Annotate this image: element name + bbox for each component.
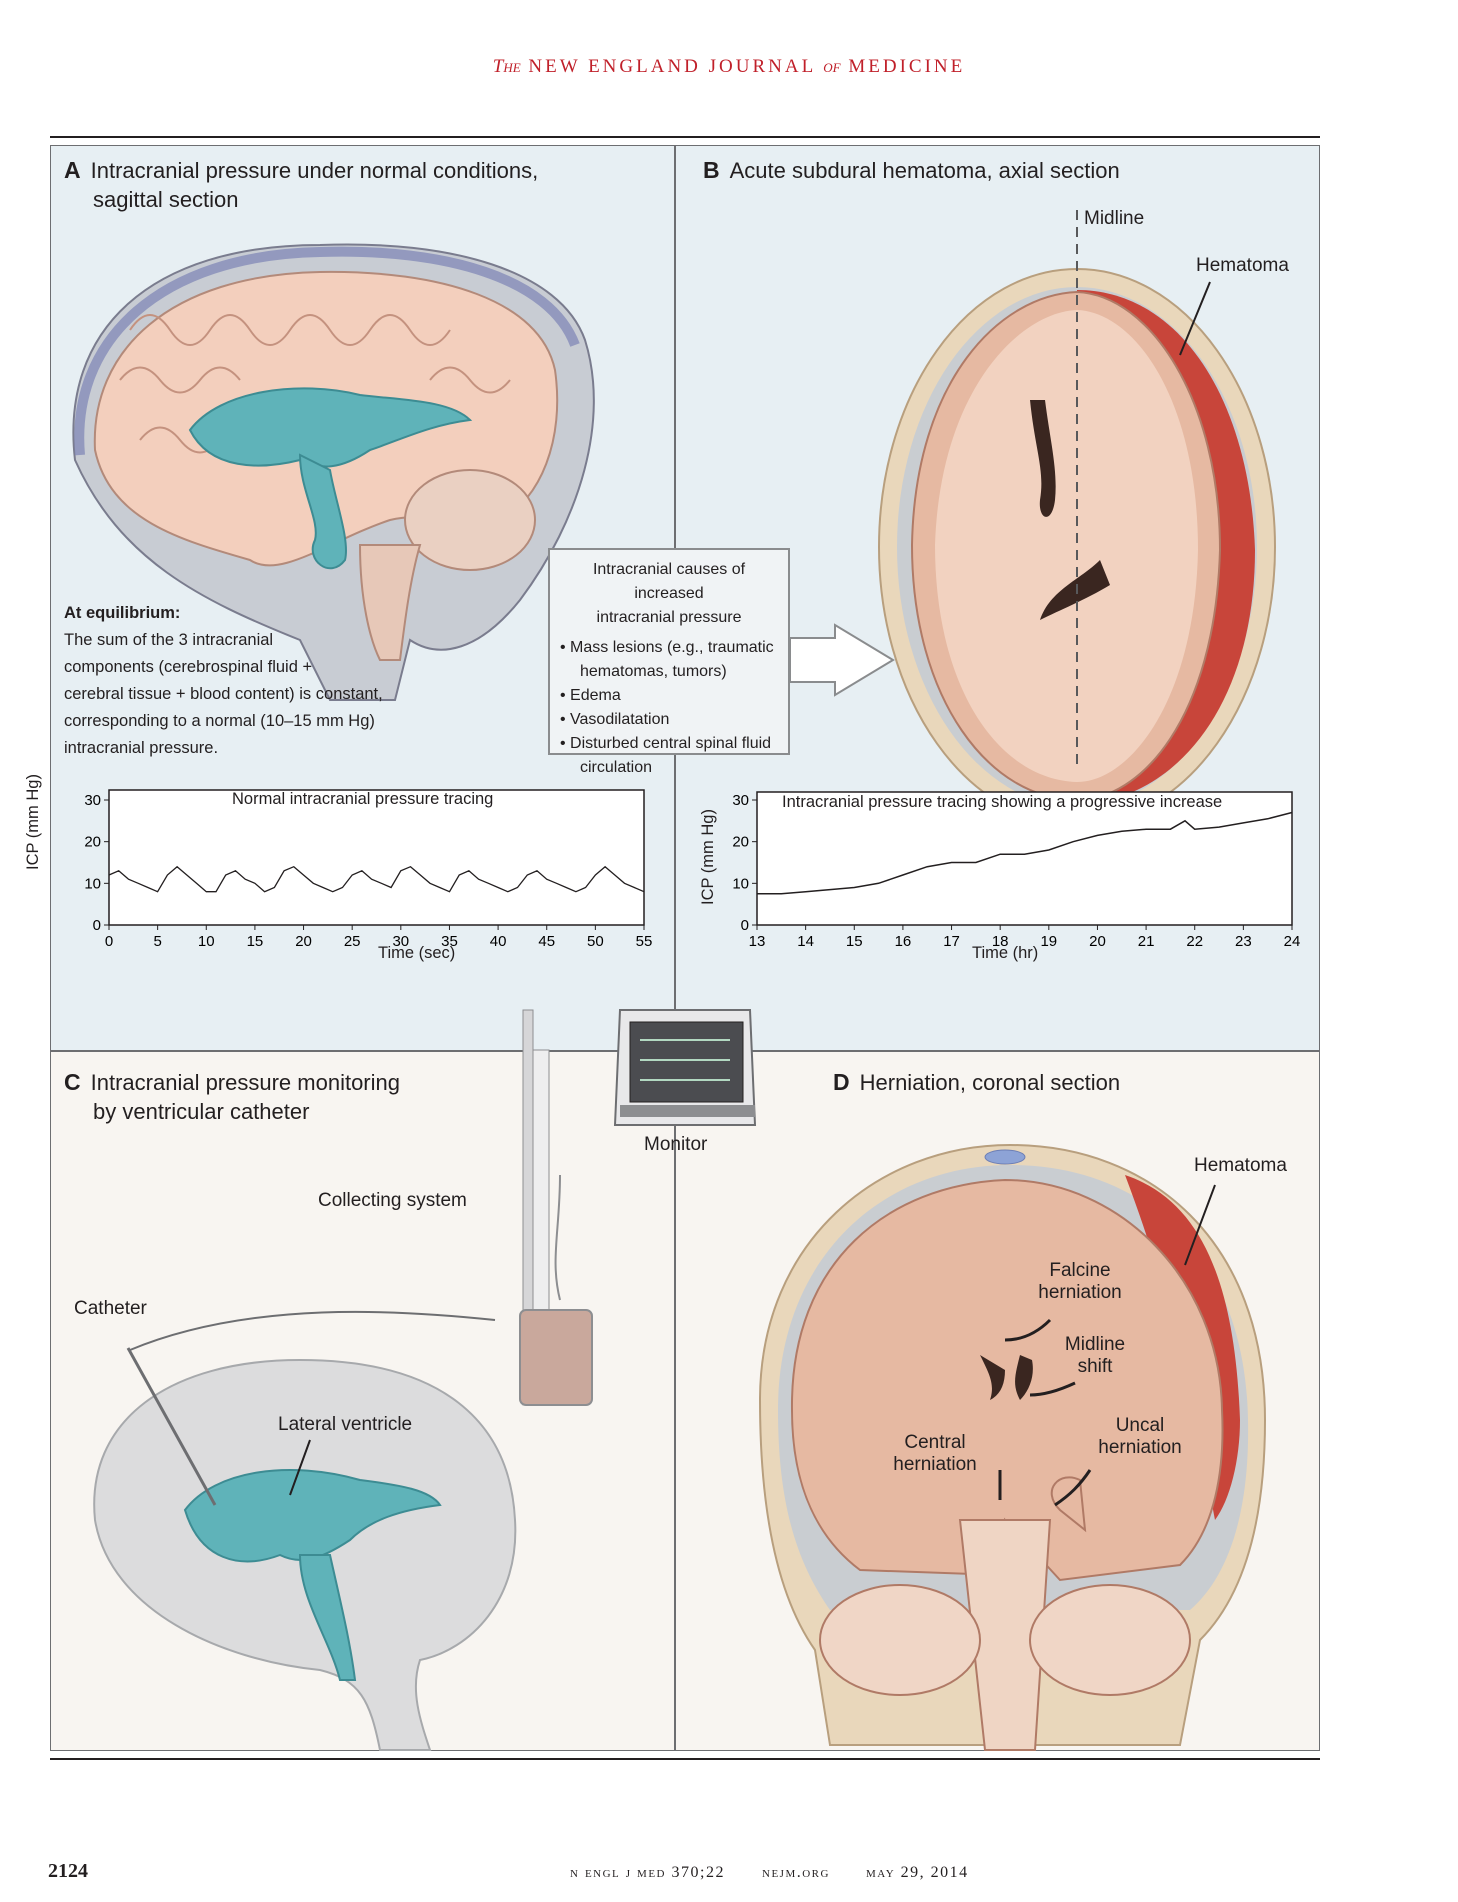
chart-b-x-tick-label: 15 bbox=[846, 933, 863, 950]
chart-a-x-tick-label: 10 bbox=[198, 933, 215, 950]
collecting-scale bbox=[532, 1049, 550, 1331]
chart-a-x-tick-label: 25 bbox=[344, 933, 361, 950]
chart-a-x-tick-label: 45 bbox=[538, 933, 555, 950]
chart-b-xlabel: Time (hr) bbox=[972, 944, 1039, 962]
chart-a-y-tick-label: 0 bbox=[93, 917, 101, 934]
chart-a-x-tick-label: 15 bbox=[247, 933, 264, 950]
chart-a-x-tick-label: 35 bbox=[441, 933, 458, 950]
drainage-bag bbox=[519, 1309, 593, 1406]
equilibrium-text: At equilibrium: The sum of the 3 intracr… bbox=[64, 604, 383, 757]
causes-item: • Edema bbox=[560, 687, 621, 704]
hematoma-d-label: Hematoma bbox=[1194, 1155, 1287, 1176]
chart-b: 13 14 15 16 17 18 19 20 21 22 23 24 0 10 20 30 bbox=[732, 791, 1301, 950]
monitor-illustration bbox=[613, 1009, 757, 1126]
chart-b-x-tick-label: 20 bbox=[1089, 933, 1106, 950]
hematoma-b-leader bbox=[1179, 281, 1211, 356]
chart-b-title: Intracranial pressure tracing showing a … bbox=[782, 793, 1223, 811]
chart-a: 0 5 10 15 20 25 30 35 40 45 50 55 0 10 20 30 bbox=[84, 789, 653, 950]
hematoma-b-label: Hematoma bbox=[1196, 255, 1289, 276]
chart-b-x-tick-label: 18 bbox=[992, 933, 1009, 950]
catheter-line bbox=[129, 1310, 496, 1351]
chart-b-x-tick-label: 14 bbox=[797, 933, 814, 950]
date: may 29, 2014 bbox=[866, 1864, 969, 1881]
chart-b-y-tick-label: 20 bbox=[732, 834, 749, 851]
chart-b-y-tick-label: 30 bbox=[732, 792, 749, 809]
chart-a-title: Normal intracranial pressure tracing bbox=[232, 790, 494, 808]
citation: n engl j med 370;22 bbox=[570, 1864, 725, 1881]
chart-a-x-tick-label: 30 bbox=[392, 933, 409, 950]
chart-a-frame bbox=[108, 789, 645, 926]
chart-b-y-tick-label: 10 bbox=[732, 875, 749, 892]
chart-b-x-tick-label: 16 bbox=[895, 933, 912, 950]
chart-b-frame bbox=[756, 791, 1293, 926]
lateral-ventricle-label: Lateral ventricle bbox=[278, 1414, 413, 1435]
chart-a-y-tick-label: 10 bbox=[84, 875, 101, 892]
monitor-label: Monitor bbox=[644, 1134, 708, 1155]
chart-a-y-tick-label: 20 bbox=[84, 834, 101, 851]
chart-a-xlabel: Time (sec) bbox=[378, 944, 456, 962]
chart-b-x-tick-label: 22 bbox=[1186, 933, 1203, 950]
chart-a-x-tick-label: 50 bbox=[587, 933, 604, 950]
top-rule bbox=[50, 136, 1320, 138]
journal-header: The NEW ENGLAND JOURNAL of MEDICINE bbox=[492, 56, 966, 77]
sagittal-brain-illustration bbox=[72, 243, 595, 701]
causes-arrow bbox=[789, 623, 895, 697]
bottom-rule bbox=[50, 1758, 1320, 1760]
chart-b-x-tick-label: 17 bbox=[943, 933, 960, 950]
chart-b-ylabel: ICP (mm Hg) bbox=[699, 809, 717, 905]
chart-b-x-tick-label: 24 bbox=[1284, 933, 1301, 950]
chart-b-y-tick-label: 0 bbox=[741, 917, 749, 934]
causes-item: • Vasodilatation bbox=[560, 711, 670, 728]
axial-brain-illustration bbox=[878, 268, 1276, 826]
chart-a-x-tick-label: 5 bbox=[153, 933, 161, 950]
page-number: 2124 bbox=[48, 1860, 88, 1882]
chart-a-x-tick-label: 20 bbox=[295, 933, 312, 950]
chart-a-y-tick-label: 30 bbox=[84, 792, 101, 809]
chart-a-ylabel: ICP (mm Hg) bbox=[24, 774, 42, 870]
chart-a-series-line bbox=[108, 865, 645, 893]
chart-b-series-line bbox=[757, 811, 1293, 895]
chart-b-x-tick-label: 19 bbox=[1040, 933, 1057, 950]
catheter-brain-illustration bbox=[93, 1347, 517, 1751]
collecting-system-label: Collecting system bbox=[318, 1190, 467, 1211]
chart-a-x-tick-label: 55 bbox=[636, 933, 653, 950]
site: nejm.org bbox=[762, 1864, 830, 1881]
chart-b-x-tick-label: 23 bbox=[1235, 933, 1252, 950]
chart-a-x-tick-label: 0 bbox=[105, 933, 113, 950]
coronal-brain-illustration bbox=[758, 1143, 1267, 1751]
chart-b-x-tick-label: 21 bbox=[1138, 933, 1155, 950]
causes-box: Intracranial causes of increased intracr… bbox=[548, 548, 790, 776]
chart-a-x-tick-label: 40 bbox=[490, 933, 507, 950]
chart-b-x-tick-label: 13 bbox=[749, 933, 766, 950]
midline-label: Midline bbox=[1084, 208, 1145, 229]
catheter-label: Catheter bbox=[74, 1298, 147, 1319]
